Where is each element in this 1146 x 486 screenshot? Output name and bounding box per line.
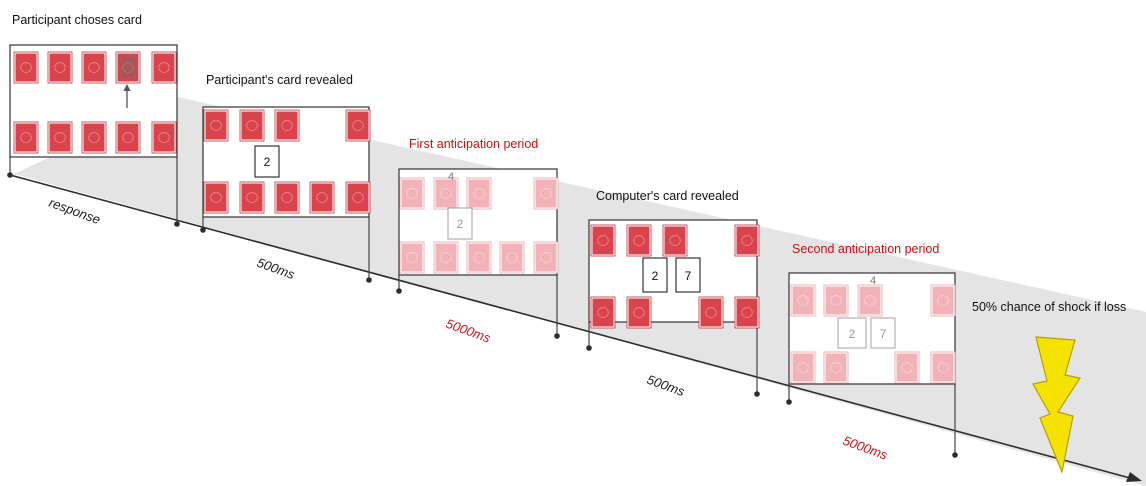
axis-marker xyxy=(754,391,760,397)
duration-label-response: response xyxy=(47,195,102,227)
card-back xyxy=(13,121,39,154)
outcome-label: 50% chance of shock if loss xyxy=(972,300,1126,314)
axis-marker xyxy=(366,277,372,283)
time-axis xyxy=(9,174,1131,479)
card-back xyxy=(151,121,177,154)
card-back xyxy=(47,121,73,154)
card-back xyxy=(466,177,492,210)
card-back xyxy=(151,51,177,84)
card-back xyxy=(203,181,229,214)
card-back xyxy=(239,181,265,214)
card-back xyxy=(433,177,459,210)
duration-label-5000ms-second: 5000ms xyxy=(841,433,890,463)
lightning-bolt-icon xyxy=(1032,336,1081,475)
stage-title-participant-revealed: Participant's card revealed xyxy=(206,73,353,87)
card-back xyxy=(734,296,760,329)
stage-title-second-anticipation: Second anticipation period xyxy=(792,242,939,256)
axis-marker xyxy=(200,227,206,233)
duration-label-5000ms-first: 5000ms xyxy=(444,316,493,346)
card-back xyxy=(47,51,73,84)
card-back xyxy=(399,241,425,274)
participant-card-revealed: 2 xyxy=(254,145,280,178)
card-back xyxy=(698,296,724,329)
card-back xyxy=(81,51,107,84)
axis-marker xyxy=(174,221,180,227)
card-back xyxy=(823,284,849,317)
card-back xyxy=(790,284,816,317)
participant-card-faded-second: 2 xyxy=(837,317,867,349)
participant-card-value: 2 xyxy=(264,155,271,169)
card-back xyxy=(894,351,920,384)
card-back xyxy=(626,224,652,257)
computer-card-revealed: 7 xyxy=(675,257,701,293)
selected-card xyxy=(115,51,141,84)
card-back xyxy=(81,121,107,154)
card-back xyxy=(626,296,652,329)
computer-card-value: 7 xyxy=(685,269,692,283)
card-back xyxy=(433,241,459,274)
card-back xyxy=(930,284,956,317)
participant-card-faded-value: 2 xyxy=(457,217,464,231)
card-back xyxy=(13,51,39,84)
card-back xyxy=(345,109,371,142)
card-back xyxy=(309,181,335,214)
duration-label-500ms-first: 500ms xyxy=(255,255,297,283)
card-back xyxy=(823,351,849,384)
card-back xyxy=(734,224,760,257)
card-back xyxy=(345,181,371,214)
card-back xyxy=(590,296,616,329)
card-back xyxy=(203,109,229,142)
card-back xyxy=(662,224,688,257)
card-back xyxy=(533,177,559,210)
participant-card-faded-value-second: 2 xyxy=(849,327,856,341)
card-back xyxy=(115,121,141,154)
card-back xyxy=(499,241,525,274)
axis-marker xyxy=(586,345,592,351)
card-back xyxy=(930,351,956,384)
axis-marker xyxy=(554,333,560,339)
card-back xyxy=(466,241,492,274)
computer-card-faded: 7 xyxy=(870,317,896,349)
card-back xyxy=(590,224,616,257)
stage-title-participant-chooses: Participant choses card xyxy=(12,13,142,27)
duration-label-500ms-second: 500ms xyxy=(645,372,687,400)
card-back xyxy=(239,109,265,142)
anticipation-top-value-second: 4 xyxy=(870,275,876,287)
timeline-shadow-band xyxy=(14,97,1146,486)
card-back xyxy=(274,181,300,214)
stage-title-first-anticipation: First anticipation period xyxy=(409,137,538,151)
axis-marker xyxy=(396,288,402,294)
card-back xyxy=(399,177,425,210)
card-back xyxy=(274,109,300,142)
up-arrow-icon xyxy=(123,84,131,108)
participant-card-faded: 2 xyxy=(447,207,473,240)
card-back xyxy=(857,284,883,317)
card-back xyxy=(790,351,816,384)
computer-card-faded-value: 7 xyxy=(880,327,887,341)
anticipation-top-value-first: 4 xyxy=(448,171,454,183)
participant-card-value-second: 2 xyxy=(652,269,659,283)
stage-title-computer-revealed: Computer's card revealed xyxy=(596,189,739,203)
axis-marker xyxy=(952,452,958,458)
participant-card-second-reveal: 2 xyxy=(642,257,668,293)
axis-marker xyxy=(7,172,13,178)
time-axis-arrowhead xyxy=(1126,472,1142,482)
card-back xyxy=(533,241,559,274)
axis-marker xyxy=(786,399,792,405)
